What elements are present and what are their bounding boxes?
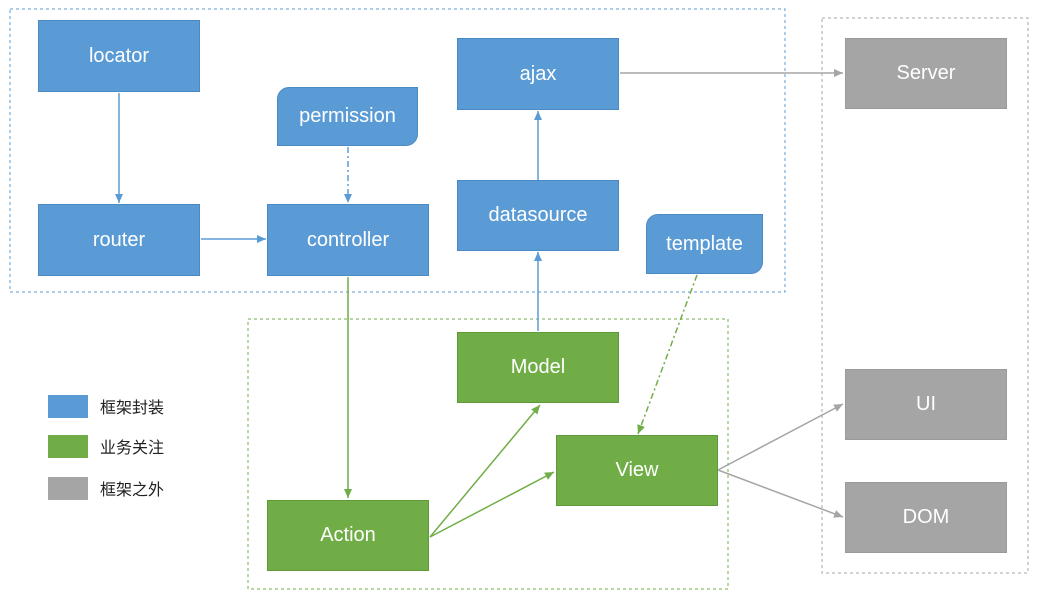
arrow-template-view	[637, 274, 698, 435]
legend-label-business: 业务关注	[100, 438, 165, 457]
node-controller: controller	[267, 204, 429, 276]
external-group-box	[821, 17, 1029, 574]
node-router: router	[38, 204, 200, 276]
node-view: View	[556, 435, 718, 506]
legend-swatch-business	[48, 435, 88, 458]
node-model: Model	[457, 332, 619, 403]
arrow-view-dom	[717, 469, 844, 518]
arrow-action-view	[429, 471, 555, 538]
node-datasource: datasource	[457, 180, 619, 251]
legend-swatch-external	[48, 477, 88, 500]
node-ui: UI	[845, 369, 1007, 440]
node-permission: permission	[277, 87, 418, 146]
node-server: Server	[845, 38, 1007, 109]
business-group-box	[247, 318, 729, 590]
legend-swatch-framework	[48, 395, 88, 418]
legend-label-framework: 框架封装	[100, 398, 165, 417]
framework-group-box	[9, 8, 786, 293]
node-ajax: ajax	[457, 38, 619, 110]
legend-label-external: 框架之外	[100, 480, 165, 499]
node-dom: DOM	[845, 482, 1007, 553]
node-locator: locator	[38, 20, 200, 92]
arrow-action-model	[429, 404, 541, 538]
arrow-view-ui	[717, 403, 844, 471]
node-action: Action	[267, 500, 429, 571]
node-template: template	[646, 214, 763, 274]
